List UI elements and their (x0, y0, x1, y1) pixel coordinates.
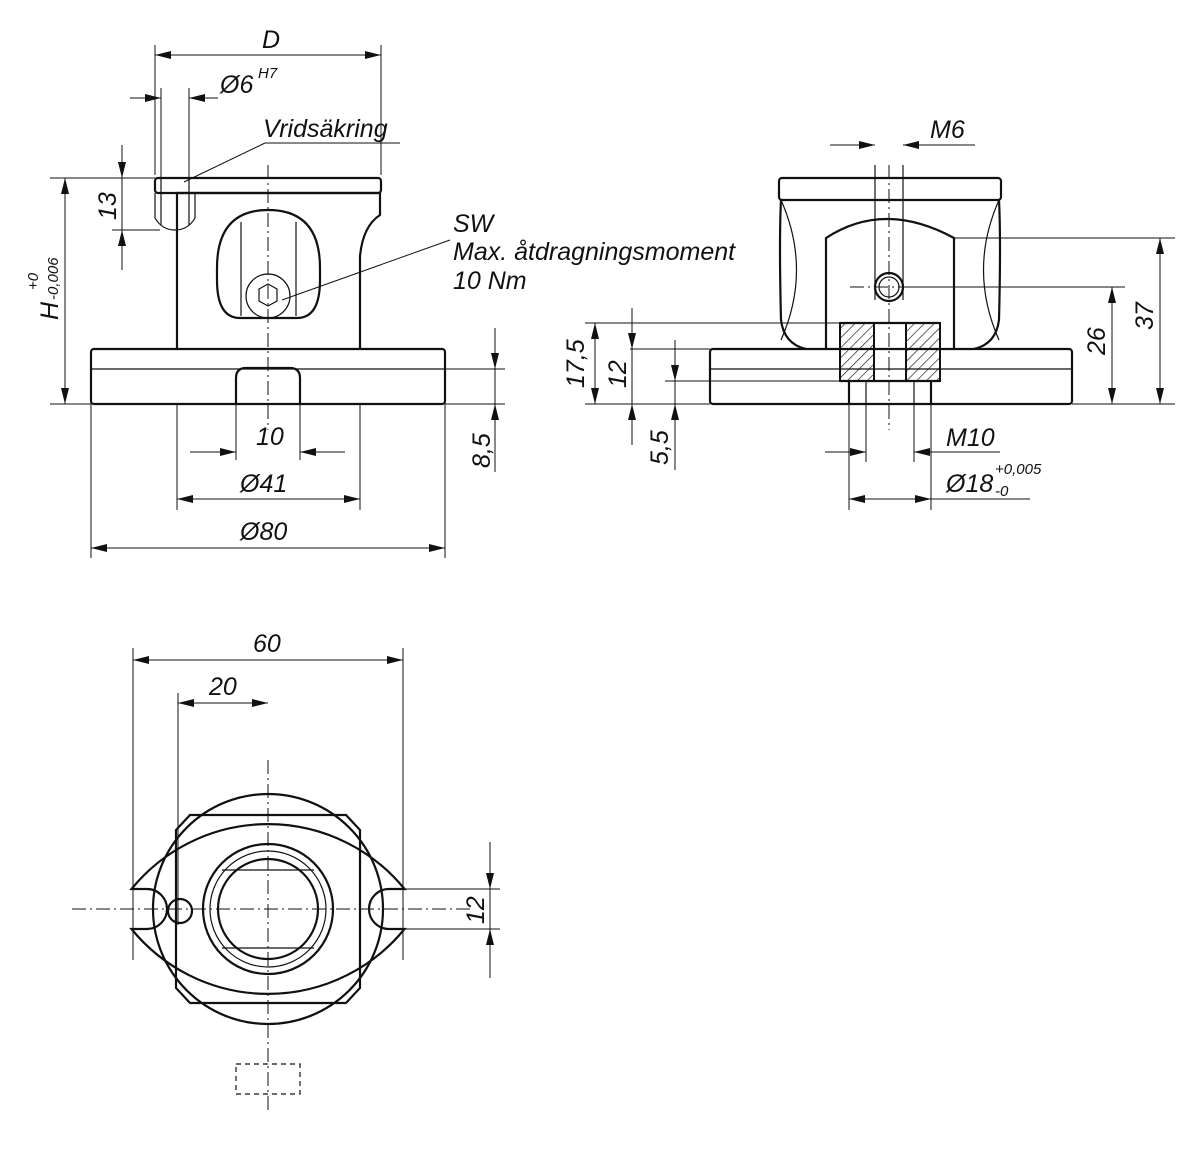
side-section-view (708, 165, 1074, 430)
label-8-5: 8,5 (468, 433, 496, 468)
label-h: H (36, 301, 64, 320)
label-d6: Ø6 (219, 71, 253, 99)
label-17-5: 17,5 (562, 339, 590, 388)
label-sw: SW (453, 210, 496, 238)
label-h-lower: -0,006 (45, 257, 62, 300)
label-12-side: 12 (604, 360, 632, 388)
label-h7: H7 (258, 65, 278, 82)
label-37: 37 (1131, 301, 1159, 330)
label-10: 10 (256, 423, 284, 451)
label-5-5: 5,5 (646, 430, 674, 465)
label-m10: M10 (946, 424, 995, 452)
label-26: 26 (1083, 327, 1111, 356)
label-m6: M6 (930, 116, 965, 144)
label-vridsakring: Vridsäkring (263, 115, 388, 143)
label-h-upper: +0 (25, 272, 42, 290)
label-d18-upper: +0,005 (995, 461, 1042, 478)
label-20: 20 (208, 673, 237, 701)
front-view (89, 165, 447, 430)
label-60: 60 (253, 630, 281, 658)
label-d18: Ø18 (945, 470, 993, 498)
top-view (72, 760, 470, 1110)
label-d80: Ø80 (239, 518, 287, 546)
label-d41: Ø41 (239, 470, 287, 498)
dimension-lines (50, 45, 1175, 978)
label-d18-lower: -0 (995, 483, 1009, 500)
label-d: D (262, 26, 280, 54)
label-13: 13 (94, 192, 122, 220)
label-12-top: 12 (462, 896, 490, 924)
label-torque-value: 10 Nm (453, 267, 527, 295)
label-max-torque: Max. åtdragningsmoment (453, 238, 736, 266)
dimension-labels: D Ø6 H7 Vridsäkring 13 H +0 -0,006 SW Ma… (25, 26, 1159, 924)
